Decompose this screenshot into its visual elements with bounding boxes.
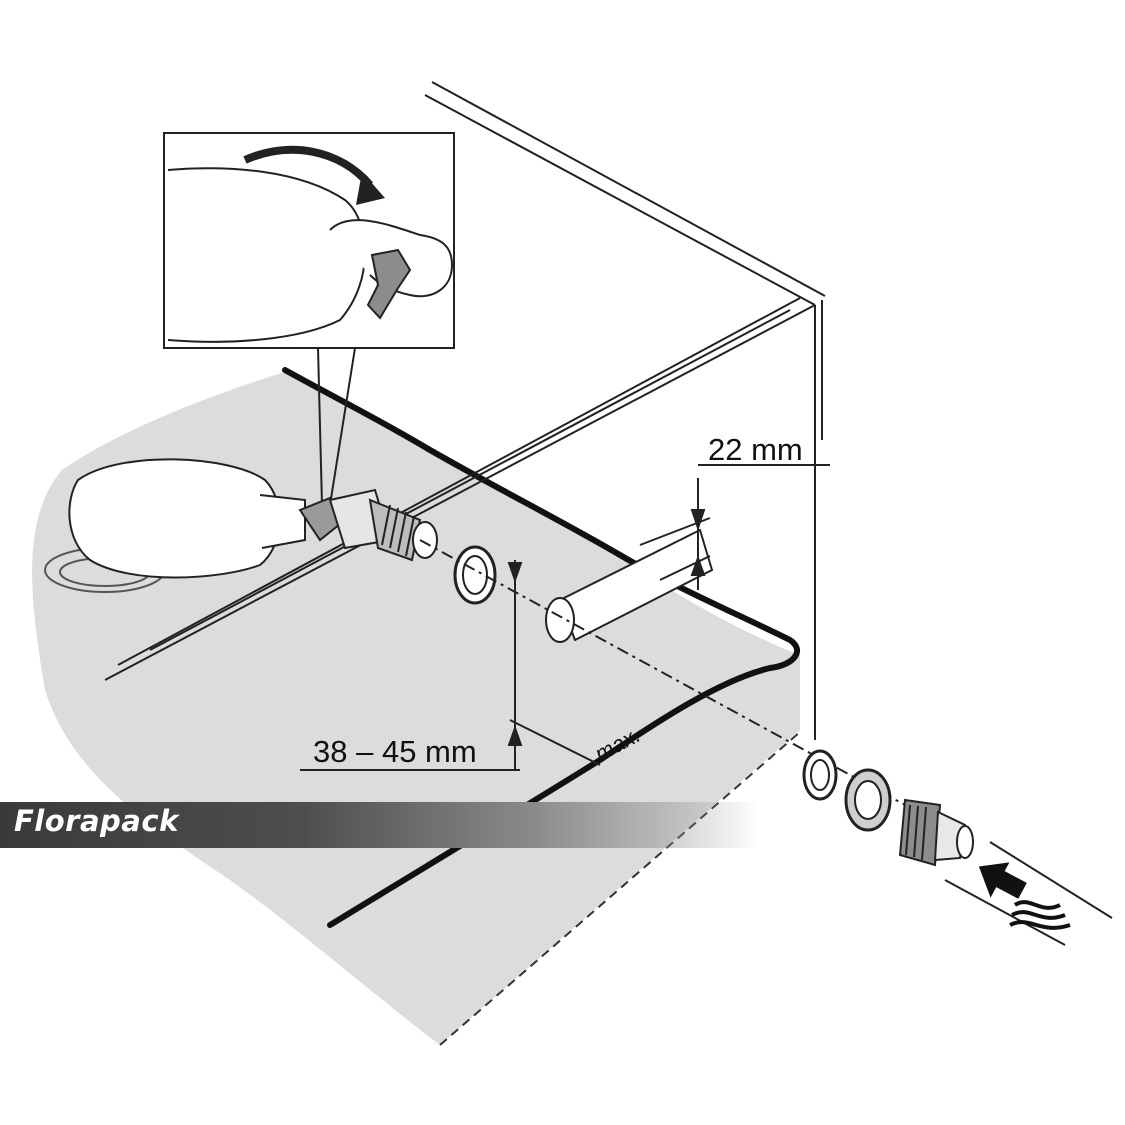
dimension-wall-thickness xyxy=(300,560,601,771)
brand-banner xyxy=(0,802,760,848)
valve-assembly xyxy=(298,488,438,562)
hose-connector xyxy=(898,798,974,867)
wall-thickness-label: 38 – 45 mm xyxy=(313,734,477,769)
brand-logo-text: Florapack xyxy=(14,804,179,838)
filter-bottle xyxy=(44,458,306,593)
lock-nut xyxy=(844,768,892,832)
water-inlet xyxy=(944,841,1113,946)
inset-pointer-lines xyxy=(317,347,356,506)
pool-frame-lines xyxy=(104,81,826,740)
wing-nut-icon xyxy=(366,248,412,320)
flow-arrow-icon xyxy=(978,862,1027,899)
wall-hole xyxy=(545,528,714,643)
rotate-arrow-icon xyxy=(243,145,374,188)
dimension-22mm xyxy=(639,464,830,590)
thread-lines xyxy=(381,504,415,557)
liner-edge-line xyxy=(282,367,800,928)
surface-dashed-edge xyxy=(439,731,801,1046)
seal-ring-inner xyxy=(453,545,497,605)
hole-diameter-label: 22 mm xyxy=(708,432,803,467)
bottle-in-inset xyxy=(167,167,366,343)
detail-inset xyxy=(163,132,455,349)
assembly-axis xyxy=(419,539,961,836)
water-waves-icon xyxy=(1009,900,1071,930)
seal-ring-outer xyxy=(802,749,838,801)
